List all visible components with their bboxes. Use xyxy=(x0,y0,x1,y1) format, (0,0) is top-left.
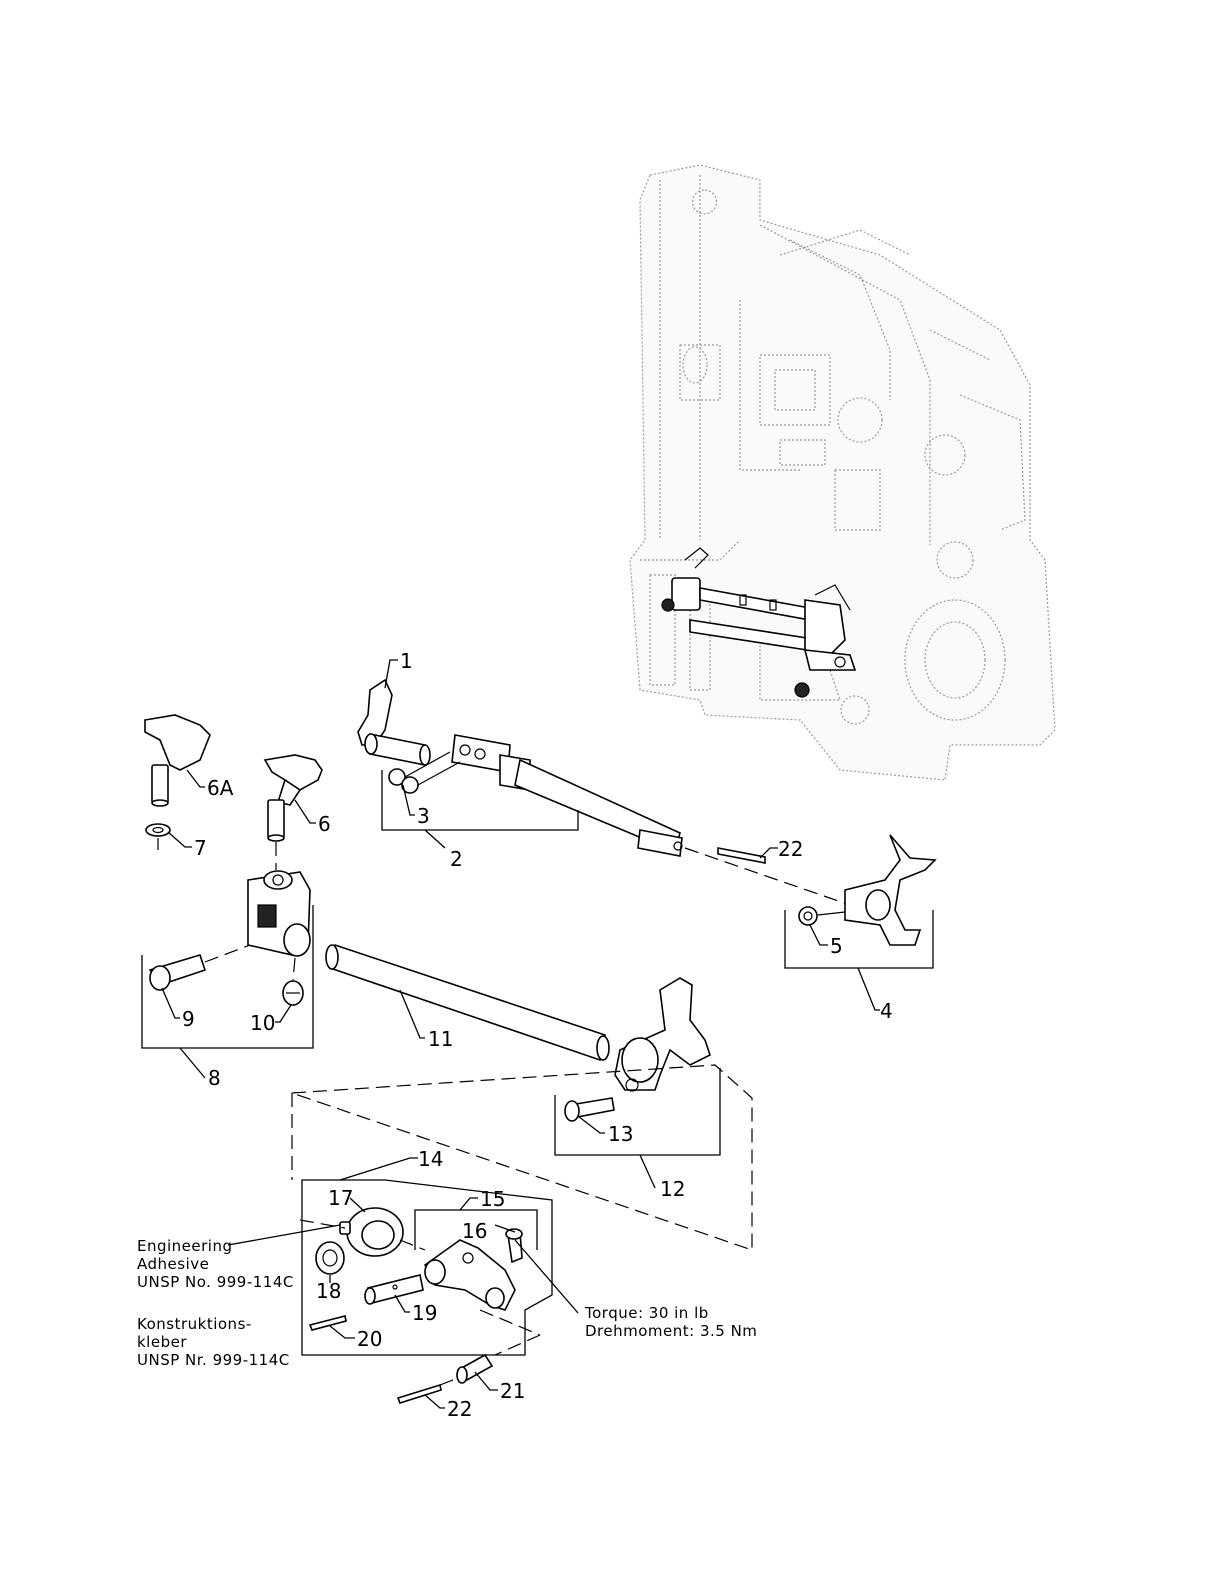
callout-10: 10 xyxy=(250,1011,275,1035)
part-17-ring xyxy=(340,1208,403,1256)
callout-15: 15 xyxy=(480,1187,505,1211)
callout-7: 7 xyxy=(194,836,207,860)
adhesive-en-line-2: Adhesive xyxy=(137,1255,209,1273)
part-21-sleeve xyxy=(457,1310,540,1383)
part-20-pin xyxy=(310,1316,346,1330)
part-22-pin-lower xyxy=(398,1385,441,1403)
callout-22-upper: 22 xyxy=(778,837,803,861)
part-2-shaft-assembly xyxy=(452,735,682,856)
callout-4: 4 xyxy=(880,999,893,1023)
part-18-bushing xyxy=(316,1242,344,1274)
callout-14: 14 xyxy=(418,1147,443,1171)
part-6a-lever xyxy=(145,715,210,806)
callout-5: 5 xyxy=(830,934,843,958)
torque-de: Drehmoment: 3.5 Nm xyxy=(585,1322,757,1340)
callout-3: 3 xyxy=(417,804,430,828)
callout-16: 16 xyxy=(462,1219,487,1243)
part-22-pin-upper xyxy=(685,848,850,905)
part-10-screw xyxy=(283,958,303,1005)
adhesive-de-line-3: UNSP Nr. 999-114C xyxy=(137,1351,290,1369)
part-19-pin xyxy=(365,1275,423,1304)
callout-18: 18 xyxy=(316,1279,341,1303)
callout-12: 12 xyxy=(660,1177,685,1201)
callout-8: 8 xyxy=(208,1066,221,1090)
adhesive-en-line-1: Engineering xyxy=(137,1237,233,1255)
adhesive-de-line-2: kleber xyxy=(137,1333,187,1351)
callout-6a: 6A xyxy=(207,776,234,800)
part-13-screw xyxy=(565,1098,614,1121)
part-1-crank-arm xyxy=(358,680,430,765)
callout-6: 6 xyxy=(318,812,331,836)
adhesive-note: Engineering Adhesive UNSP No. 999-114C K… xyxy=(137,1237,294,1369)
callout-9: 9 xyxy=(182,1007,195,1031)
callout-20: 20 xyxy=(357,1327,382,1351)
callout-17: 17 xyxy=(328,1186,353,1210)
callout-21: 21 xyxy=(500,1379,525,1403)
adhesive-en-line-3: UNSP No. 999-114C xyxy=(137,1273,294,1291)
torque-note: Torque: 30 in lb Drehmoment: 3.5 Nm xyxy=(584,1304,757,1340)
torque-en: Torque: 30 in lb xyxy=(584,1304,709,1322)
callout-2: 2 xyxy=(450,847,463,871)
part-9-screw xyxy=(150,945,250,990)
part-4-fork xyxy=(799,835,935,945)
callout-19: 19 xyxy=(412,1301,437,1325)
part-12-fork xyxy=(615,978,710,1091)
callout-1: 1 xyxy=(400,649,413,673)
part-8-block xyxy=(248,871,310,956)
part-7-washer xyxy=(146,824,170,836)
adhesive-de-line-1: Konstruktions- xyxy=(137,1315,252,1333)
callout-13: 13 xyxy=(608,1122,633,1146)
callout-11: 11 xyxy=(428,1027,453,1051)
part-6-lever xyxy=(265,755,322,841)
part-15-link xyxy=(425,1240,515,1310)
part-11-rod xyxy=(326,945,609,1060)
machine-housing-ghost xyxy=(630,165,1055,780)
callout-22-lower: 22 xyxy=(447,1397,472,1421)
